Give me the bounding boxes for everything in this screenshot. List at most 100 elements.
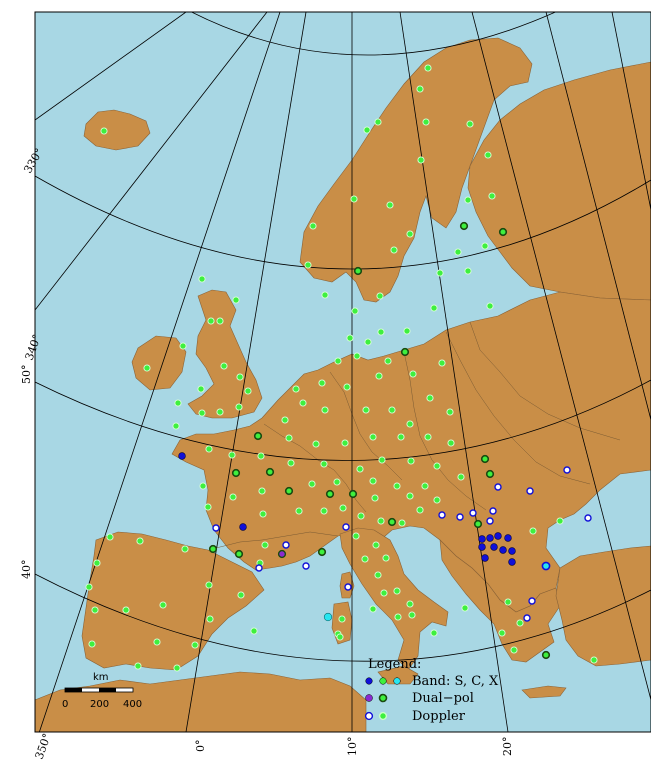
label-lon-0: 0° [194,740,207,753]
radar-c-band-marker-47 [409,370,417,378]
radar-c-band-marker-43 [384,357,392,365]
legend-band-x-marker [393,677,401,685]
radar-c-band-marker-86 [308,480,316,488]
radar-c-band-marker-128 [374,571,382,579]
radar-x-band-marker-172 [323,612,333,622]
radar-doppler-marker-188 [584,514,592,522]
radar-s-band-marker-163 [494,532,502,540]
radar-s-band-marker-165 [478,543,486,551]
radar-c-band-marker-103 [259,510,267,518]
map-frame [34,11,651,733]
radar-c-band-marker-2 [416,85,424,93]
radar-c-band-marker-11 [464,196,472,204]
radar-c-band-marker-147 [516,619,524,627]
radar-s-band-marker-169 [481,554,489,562]
radar-c-band-dualpol-marker-97 [348,489,358,499]
landmass-crete [521,685,567,699]
radar-doppler-marker-176 [255,564,263,572]
radar-doppler-marker-185 [494,483,502,491]
radar-c-band-marker-91 [457,473,465,481]
radar-c-band-marker-48 [375,372,383,380]
radar-doppler-marker-184 [489,507,497,515]
radar-c-band-marker-111 [416,506,424,514]
radar-c-band-marker-110 [398,519,406,527]
radar-s-band-marker-159 [178,452,186,460]
radar-c-band-marker-37 [197,385,205,393]
radar-c-band-marker-105 [320,507,328,515]
radar-c-band-marker-68 [312,440,320,448]
radar-c-band-marker-50 [198,409,206,417]
meridian-50 [611,12,651,211]
radar-c-band-marker-122 [352,532,360,540]
radar-c-band-marker-31 [207,317,215,325]
legend-title: Legend: [368,657,421,672]
radar-c-band-marker-32 [216,317,224,325]
radar-c-band-marker-71 [397,433,405,441]
radar-c-band-marker-78 [320,460,328,468]
radar-c-band-marker-10 [386,201,394,209]
radar-doppler-marker-178 [342,523,350,531]
radar-c-band-dualpol-marker-112 [473,519,483,529]
radar-c-band-marker-18 [481,242,489,250]
radar-c-band-marker-28 [351,307,359,315]
radar-c-band-marker-9 [350,195,358,203]
radar-c-band-marker-52 [235,403,243,411]
radar-c-band-marker-98 [371,494,379,502]
radar-c-band-marker-44 [353,352,361,360]
radar-c-band-marker-6 [466,120,474,128]
legend-band-label: Band: S, C, X [412,674,499,689]
radar-c-band-marker-156 [590,656,598,664]
radar-c-band-dualpol-marker-119 [234,549,244,559]
meridian-20 [399,12,509,732]
radar-c-band-marker-146 [498,629,506,637]
legend-dualpol-marker [365,694,373,702]
radar-c-band-dualpol-marker-66 [253,431,263,441]
radar-s-band-marker-166 [490,543,498,551]
radar-c-band-marker-82 [433,462,441,470]
radar-s-band-marker-167 [499,546,507,554]
radar-s-band-marker-161 [478,535,486,543]
radar-c-band-marker-74 [205,445,213,453]
radar-c-band-marker-89 [393,482,401,490]
radar-c-band-dualpol-marker-109 [387,517,397,527]
radar-s-band-x-marker-171 [541,561,551,571]
radar-c-band-marker-61 [388,406,396,414]
radar-c-band-marker-14 [406,230,414,238]
radar-c-band-dualpol-marker-83 [480,454,490,464]
radar-c-band-marker-145 [430,629,438,637]
radar-c-band-marker-106 [339,504,347,512]
radar-c-band-marker-30 [232,296,240,304]
radar-c-band-marker-87 [333,478,341,486]
radar-doppler-marker-183 [486,517,494,525]
radar-s-band-marker-164 [504,534,512,542]
radar-c-band-marker-39 [364,338,372,346]
radar-c-band-marker-62 [406,420,414,428]
radar-c-band-marker-131 [85,583,93,591]
radar-c-band-marker-133 [237,591,245,599]
scale-bar: km 0 200 400 [62,672,142,710]
radar-c-band-marker-69 [341,439,349,447]
radar-s-band-marker-170 [508,558,516,566]
radar-c-band-marker-73 [447,439,455,447]
landmass-scandinavia [299,37,533,303]
radar-c-band-marker-24 [321,291,329,299]
radar-c-band-marker-56 [343,383,351,391]
meridian-330 [35,12,187,121]
radar-c-band-marker-0 [100,127,108,135]
label-lon-10: 10° [346,737,359,757]
radar-c-band-marker-76 [257,452,265,460]
radar-c-band-marker-139 [122,606,130,614]
meridian-340 [35,12,268,311]
legend-band-c-marker [379,677,387,685]
radar-c-band-marker-29 [198,275,206,283]
legend-doppler-label: Doppler [412,709,466,724]
parallel-70 [190,12,557,56]
radar-c-band-marker-93 [199,482,207,490]
radar-c-band-marker-151 [336,633,344,641]
radar-c-band-marker-150 [191,641,199,649]
radar-c-band-marker-19 [454,248,462,256]
radar-c-band-marker-72 [424,433,432,441]
radar-c-band-dualpol-marker-92 [485,469,495,479]
radar-c-band-marker-53 [244,387,252,395]
radar-c-band-marker-57 [299,399,307,407]
